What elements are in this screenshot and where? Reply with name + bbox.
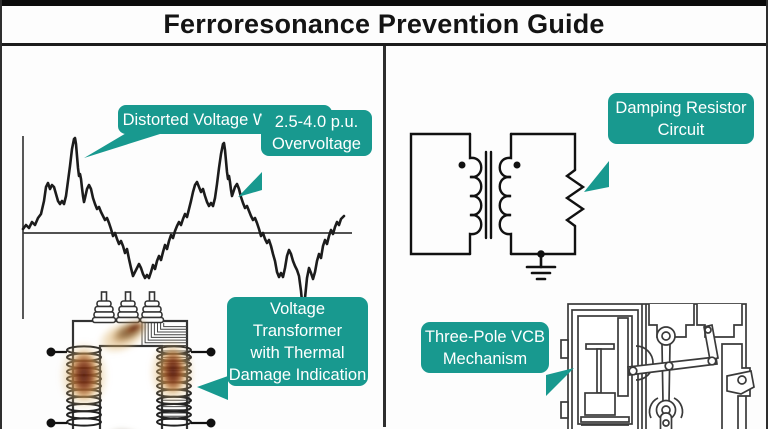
callout-line: Three-Pole VCB bbox=[424, 327, 546, 346]
thermal-damage-smudges bbox=[58, 318, 196, 429]
callout-tails bbox=[84, 132, 609, 400]
vcb-spring-arc-right bbox=[673, 397, 684, 419]
distorted-waveform-trace bbox=[21, 136, 346, 314]
transformer-illustration bbox=[46, 291, 216, 429]
callout-line: Mechanism bbox=[442, 349, 528, 368]
page-title: Ferroresonance Prevention Guide bbox=[163, 9, 605, 39]
damping-circuit-schematic bbox=[409, 132, 586, 281]
polarity-dot-secondary bbox=[513, 161, 521, 169]
callout-line: Voltage bbox=[269, 299, 326, 318]
callout-overvoltage: 2.5-4.0 p.u. Overvoltage bbox=[261, 110, 372, 156]
callout-line: Transformer bbox=[252, 321, 343, 340]
callout-line: Circuit bbox=[657, 120, 705, 139]
voltage-axes bbox=[22, 136, 352, 319]
transformer-bushings bbox=[91, 291, 165, 324]
transformer-terminals bbox=[46, 347, 216, 428]
ground-symbol bbox=[525, 250, 557, 281]
tail-voltage-transformer bbox=[197, 376, 228, 400]
vcb-illustration bbox=[560, 303, 755, 429]
vcb-drive-rod bbox=[661, 343, 671, 403]
callout-damping-resistor: Damping Resistor Circuit bbox=[608, 93, 754, 144]
polarity-dot-primary bbox=[458, 161, 466, 169]
core-symbol bbox=[484, 150, 493, 240]
tail-overvoltage bbox=[238, 172, 262, 197]
callout-line: with Thermal bbox=[250, 343, 345, 362]
title-band: Ferroresonance Prevention Guide bbox=[2, 6, 766, 43]
callout-voltage-transformer: Voltage Transformer with Thermal Damage … bbox=[227, 297, 368, 386]
resistor-symbol bbox=[564, 168, 586, 228]
tail-distorted-waveform bbox=[84, 132, 160, 158]
tail-vcb bbox=[546, 368, 574, 396]
callout-line: 2.5-4.0 p.u. bbox=[274, 113, 359, 131]
top-border-bar bbox=[2, 0, 766, 6]
callout-line: Damping Resistor bbox=[615, 98, 747, 117]
callout-line: Overvoltage bbox=[272, 135, 361, 153]
panel-divider bbox=[383, 46, 386, 427]
title-divider-line bbox=[2, 43, 766, 46]
callout-vcb: Three-Pole VCB Mechanism bbox=[421, 322, 549, 373]
line-art-canvas bbox=[21, 132, 755, 429]
callout-line: Damage Indication bbox=[228, 365, 367, 384]
primary-winding-symbol bbox=[468, 132, 483, 256]
vcb-spring-arc-left bbox=[648, 397, 659, 419]
secondary-winding-symbol bbox=[498, 132, 513, 256]
tail-damping-resistor bbox=[584, 161, 609, 192]
